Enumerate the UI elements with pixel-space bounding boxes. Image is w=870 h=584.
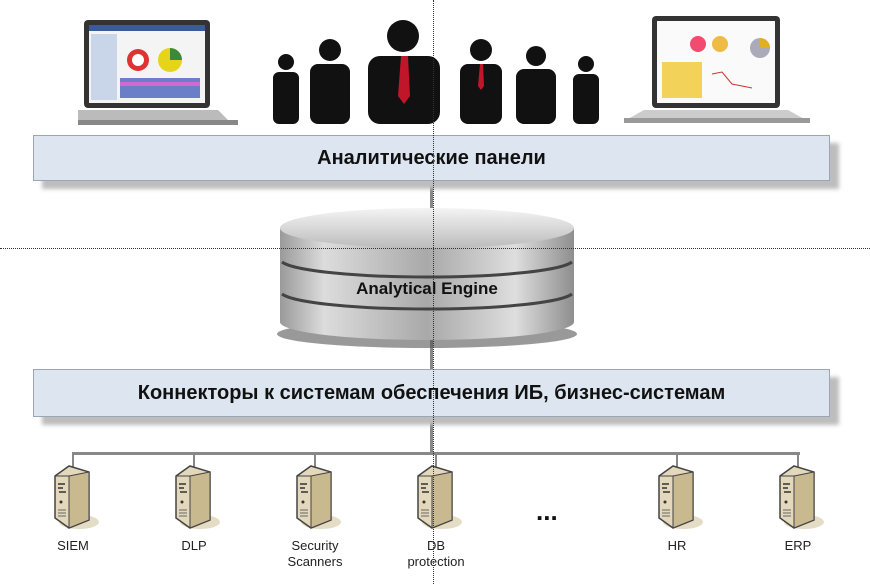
guide-line-vertical [433, 0, 434, 584]
server-label-line1: SIEM [57, 538, 89, 553]
connectors-panel: Коннекторы к системам обеспечения ИБ, би… [33, 369, 830, 417]
analytics-dashboards-label: Аналитические панели [317, 146, 546, 169]
server-siem: SIEM [49, 462, 99, 553]
analytics-dashboards-panel: Аналитические панели [33, 135, 830, 181]
server-label-line1: DB [426, 538, 446, 553]
server-dlp: DLP [170, 462, 220, 553]
analytical-engine-label: Analytical Engine [356, 279, 498, 298]
server-label: HR [623, 538, 731, 554]
laptop-dashboard-left [78, 20, 238, 125]
server-security: Security Scanners [288, 462, 342, 569]
server-label-line1: ERP [784, 538, 812, 553]
server-icon [658, 465, 703, 529]
server-label: DB protection [382, 538, 490, 570]
server-label-line1: Security [291, 538, 339, 553]
server-icon [175, 465, 220, 529]
guide-line-horizontal [0, 248, 870, 249]
server-connector-line [435, 453, 437, 471]
server-icon [54, 465, 99, 529]
server-db: DB protection [407, 462, 465, 569]
analytical-engine-database-icon [277, 208, 577, 348]
server-connector-line [797, 453, 799, 471]
laptop-dashboard-right [624, 16, 810, 123]
connectors-label: Коннекторы к системам обеспечения ИБ, би… [137, 381, 726, 404]
server-hr: HR [653, 462, 703, 553]
server-label: ERP [744, 538, 852, 554]
server-connector-line [314, 453, 316, 471]
server-label: SIEM [19, 538, 127, 554]
more-systems-ellipsis: ... [536, 496, 558, 526]
business-people-silhouettes [273, 20, 599, 124]
server-label-line1: HR [667, 538, 687, 553]
server-label: DLP [140, 538, 248, 554]
server-connector-line [676, 453, 678, 471]
server-label: Security Scanners [261, 538, 369, 570]
server-label-line2: protection [407, 554, 465, 569]
server-erp: ERP [774, 462, 824, 553]
server-connector-line [193, 453, 195, 471]
server-connector-line [72, 453, 74, 471]
server-icon [417, 465, 462, 529]
server-icon [779, 465, 824, 529]
server-icon [296, 465, 341, 529]
server-label-line1: DLP [181, 538, 207, 553]
server-label-line2: Scanners [287, 554, 343, 569]
